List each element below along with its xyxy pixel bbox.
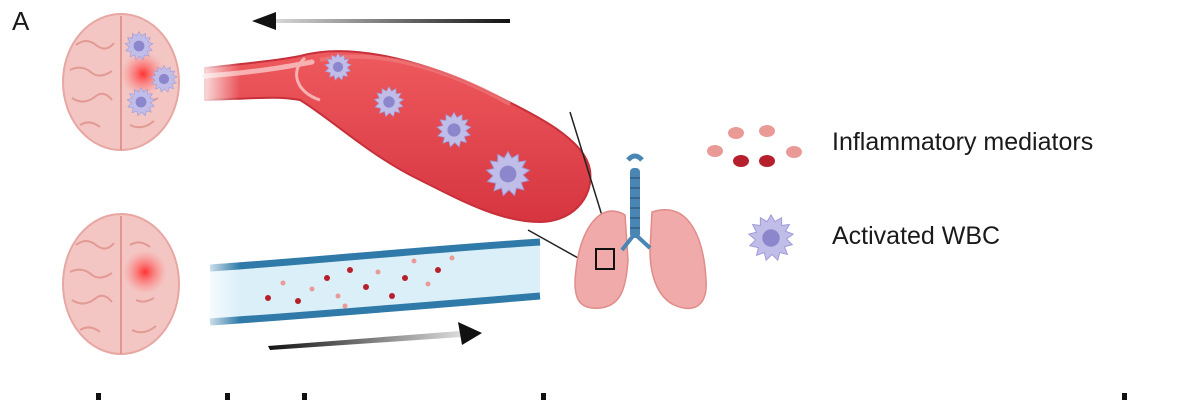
panel-label: A <box>12 6 30 36</box>
bottom-flow-arrow <box>268 322 482 350</box>
activated-wbc-icon <box>748 214 794 261</box>
brain-normal <box>62 213 180 355</box>
artery-vessel <box>195 50 592 224</box>
top-flow-arrow <box>252 12 510 30</box>
legend-label-wbc: Activated WBC <box>832 222 1001 250</box>
zoom-box <box>595 248 615 270</box>
vein-vessel <box>200 238 541 330</box>
inflammation-spot <box>123 250 167 294</box>
mediator-dots-icon <box>707 125 802 167</box>
legend-label-mediators: Inflammatory mediators <box>832 128 1094 156</box>
trachea <box>620 153 652 252</box>
cropped-marks <box>96 393 1127 400</box>
lungs-illustration <box>574 153 707 310</box>
mediator-particles <box>265 255 455 309</box>
brain-inflamed <box>62 13 180 151</box>
inflammation-spot <box>121 52 165 96</box>
